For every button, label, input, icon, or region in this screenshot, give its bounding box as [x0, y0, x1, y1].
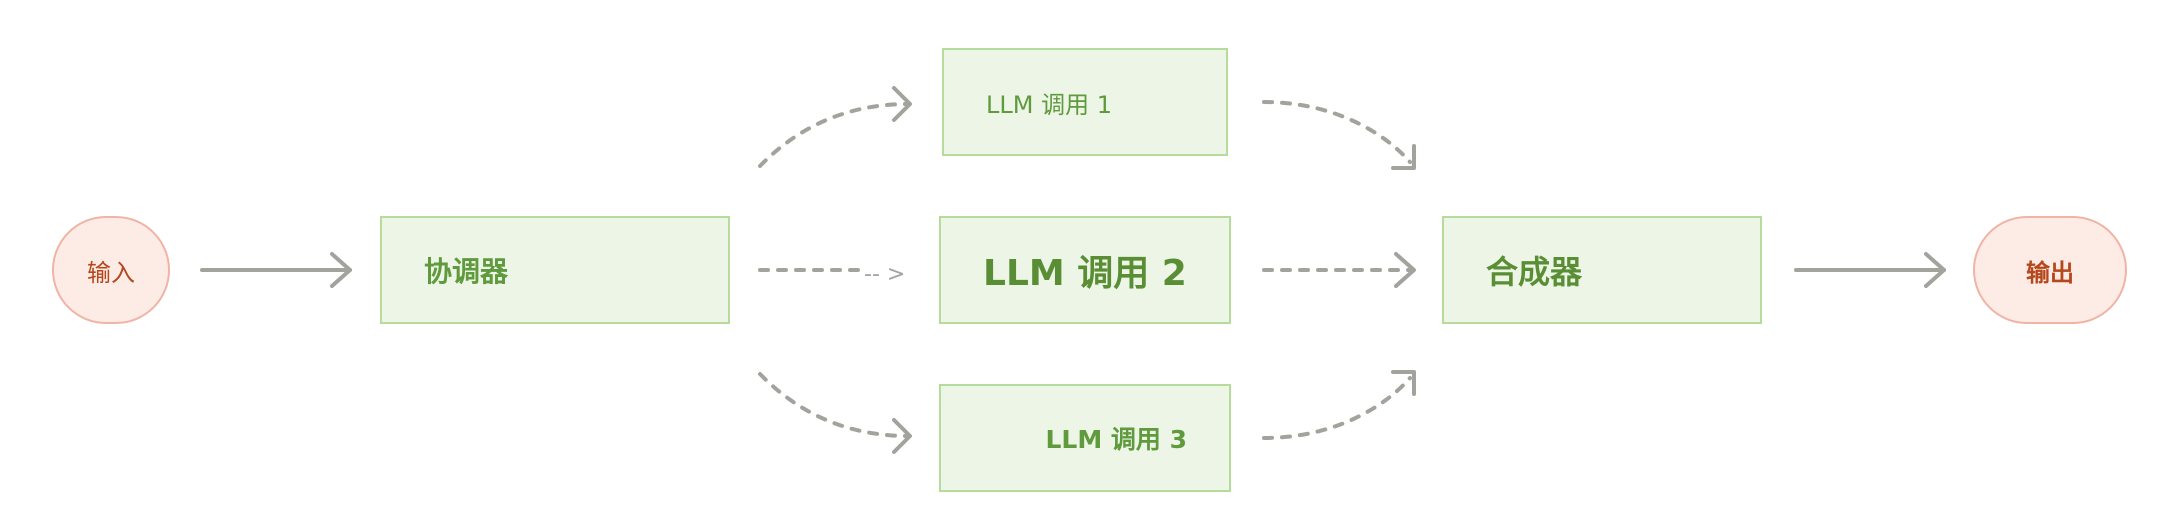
- synthesizer-label: 合成器: [1486, 253, 1583, 291]
- input-label: 输入: [87, 258, 135, 287]
- arrowhead-llm1-to-synthesizer: [1391, 144, 1416, 170]
- coordinator-node: 协调器: [380, 216, 730, 324]
- output-label: 输出: [2026, 258, 2074, 287]
- llm-call-3-node: LLM 调用 3: [939, 384, 1231, 492]
- arrowhead-input-to-coordinator: [330, 252, 352, 288]
- arrow-coordinator-to-llm3: [758, 372, 910, 438]
- arrowhead-coordinator-to-llm3: [892, 418, 912, 454]
- llm-call-3-label: LLM 调用 3: [1045, 425, 1187, 454]
- arrowhead-synthesizer-to-output: [1924, 252, 1946, 288]
- llm-call-1-label: LLM 调用 1: [986, 90, 1112, 119]
- llm-call-2-node: LLM 调用 2: [939, 216, 1231, 324]
- llm-call-2-label: LLM 调用 2: [983, 253, 1187, 294]
- llm-call-1-node: LLM 调用 1: [942, 48, 1228, 156]
- arrow-coordinator-to-llm1: [758, 102, 910, 168]
- input-node: 输入: [52, 216, 170, 324]
- synthesizer-node: 合成器: [1442, 216, 1762, 324]
- dash-arrow-annotation: -- >: [864, 262, 905, 287]
- arrowhead-coordinator-to-llm1: [892, 86, 912, 122]
- arrowhead-llm2-to-synthesizer: [1394, 252, 1416, 288]
- arrowhead-llm3-to-synthesizer: [1391, 370, 1416, 396]
- arrow-llm3-to-synthesizer: [1262, 376, 1412, 440]
- coordinator-label: 协调器: [424, 255, 509, 288]
- arrow-llm1-to-synthesizer: [1262, 100, 1412, 164]
- output-node: 输出: [1973, 216, 2127, 324]
